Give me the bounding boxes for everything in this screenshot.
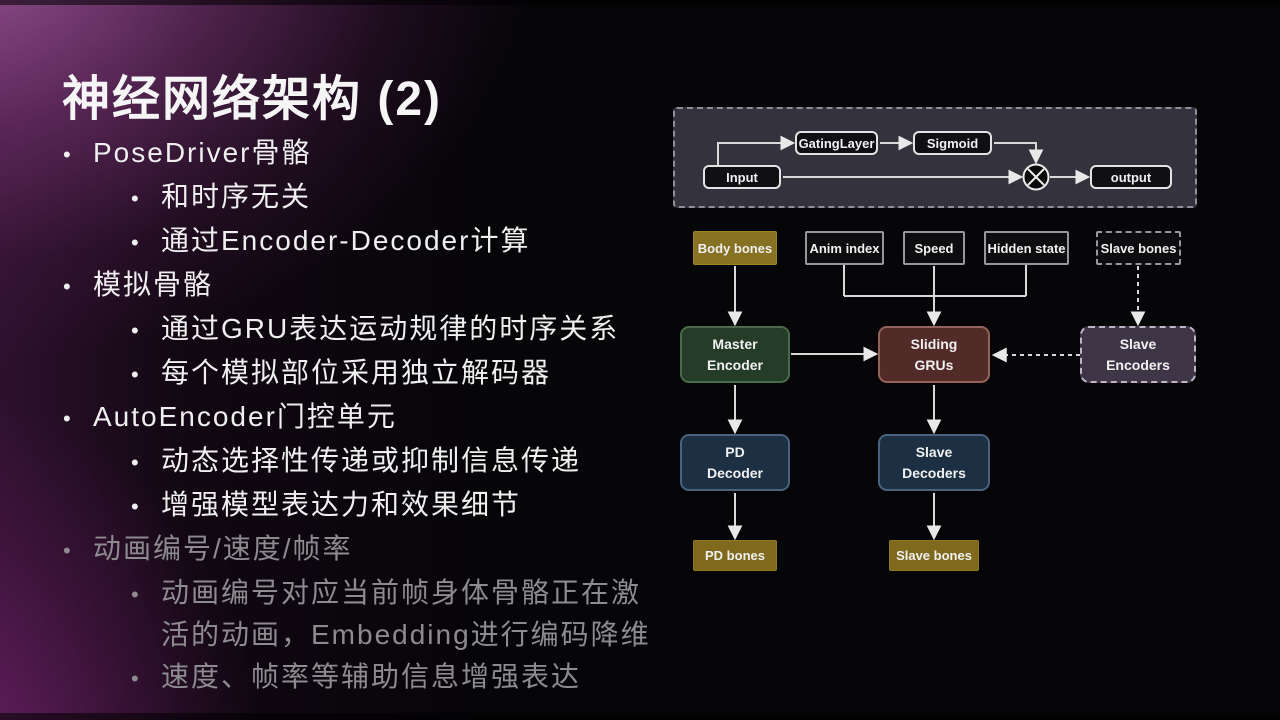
bullet-text: 动画编号对应当前帧身体骨骼正在激活的动画，Embedding进行编码降维 <box>161 577 651 650</box>
bullet-item: 通过GRU表达运动规律的时序关系 <box>63 308 683 352</box>
bullet-text: 和时序无关 <box>161 181 312 212</box>
bullet-item: 动态选择性传递或抑制信息传递 <box>63 440 683 484</box>
node-pd-bones: PD bones <box>693 540 777 571</box>
bullet-text: 动态选择性传递或抑制信息传递 <box>161 445 582 476</box>
bullet-item: 速度、帧率等辅助信息增强表达 <box>63 656 683 700</box>
bullet-text: 通过GRU表达运动规律的时序关系 <box>161 313 620 344</box>
bullet-item: 和时序无关 <box>63 176 683 220</box>
slide-title: 神经网络架构 (2) <box>62 73 443 127</box>
bullet-item: 模拟骨骼 <box>63 264 683 308</box>
bullet-text: 速度、帧率等辅助信息增强表达 <box>161 661 582 692</box>
node-input: Input <box>703 165 781 189</box>
bullet-text: 动画编号/速度/帧率 <box>93 533 353 564</box>
letterbox-bottom <box>0 713 1280 720</box>
bullet-item: PoseDriver骨骼 <box>63 132 683 176</box>
node-body-bones: Body bones <box>693 231 777 265</box>
node-gating-layer: GatingLayer <box>795 131 878 155</box>
bullet-item: AutoEncoder门控单元 <box>63 396 683 440</box>
node-sliding-grus: Sliding GRUs <box>878 326 990 383</box>
node-slave-encoders: Slave Encoders <box>1080 326 1196 383</box>
wire-input-to-gatinglayer <box>717 135 796 165</box>
node-hidden-state: Hidden state <box>984 231 1069 265</box>
bullet-text: 模拟骨骼 <box>93 269 214 300</box>
node-master-encoder: Master Encoder <box>680 326 790 383</box>
bullet-text: 增强模型表达力和效果细节 <box>161 489 522 520</box>
bullet-item: 每个模拟部位采用独立解码器 <box>63 352 683 396</box>
bullet-item: 动画编号/速度/帧率 <box>63 528 683 572</box>
wire-sigmoid-to-multiply <box>994 142 1044 165</box>
bullet-text: PoseDriver骨骼 <box>93 137 312 168</box>
node-anim-index: Anim index <box>805 231 884 265</box>
letterbox-top <box>0 0 1280 5</box>
bullet-item: 通过Encoder-Decoder计算 <box>63 220 683 264</box>
bullet-text: 每个模拟部位采用独立解码器 <box>161 357 552 388</box>
node-speed: Speed <box>903 231 965 265</box>
node-slave-bones-output: Slave bones <box>889 540 979 571</box>
bullet-item: 动画编号对应当前帧身体骨骼正在激活的动画，Embedding进行编码降维 <box>63 572 683 656</box>
bullet-list: PoseDriver骨骼 和时序无关 通过Encoder-Decoder计算 模… <box>63 132 683 700</box>
multiply-icon <box>1022 163 1050 191</box>
node-output: output <box>1090 165 1172 189</box>
gating-module-frame <box>673 107 1197 208</box>
node-slave-decoders: Slave Decoders <box>878 434 990 491</box>
node-slave-bones-input: Slave bones <box>1096 231 1181 265</box>
bullet-item: 增强模型表达力和效果细节 <box>63 484 683 528</box>
bullet-text: 通过Encoder-Decoder计算 <box>161 225 531 256</box>
node-sigmoid: Sigmoid <box>913 131 992 155</box>
node-pd-decoder: PD Decoder <box>680 434 790 491</box>
bullet-text: AutoEncoder门控单元 <box>93 401 397 432</box>
